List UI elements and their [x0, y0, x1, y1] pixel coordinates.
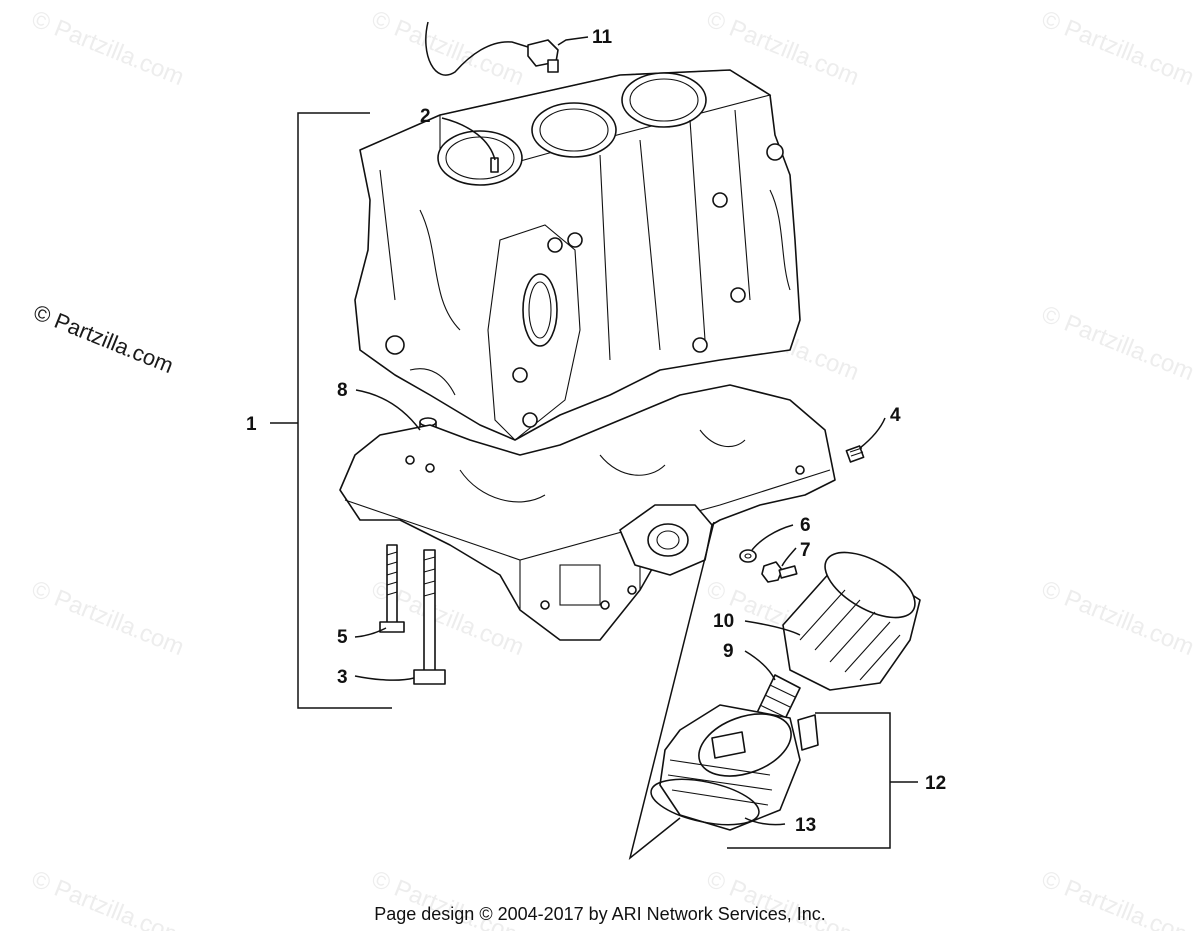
callout-9[interactable]: 9 — [723, 641, 734, 662]
callout-labels: 1 2 3 4 5 6 7 8 9 10 11 12 13 — [246, 27, 946, 836]
callout-7[interactable]: 7 — [800, 540, 811, 561]
callout-12[interactable]: 12 — [925, 773, 946, 794]
crankcase — [339, 384, 836, 641]
callout-11[interactable]: 11 — [592, 27, 613, 48]
oil-cooler — [659, 704, 819, 831]
engine-block-illustration — [339, 21, 921, 860]
sensor-wire — [425, 21, 529, 76]
callout-8[interactable]: 8 — [337, 380, 348, 401]
washer — [739, 549, 757, 563]
cylinder-block — [354, 69, 801, 441]
leader-lines — [270, 36, 918, 849]
callout-5[interactable]: 5 — [337, 627, 348, 648]
callout-10[interactable]: 10 — [713, 611, 734, 632]
callout-4[interactable]: 4 — [890, 405, 901, 426]
plug — [845, 445, 865, 463]
watermark: © Partzilla.com — [28, 866, 188, 931]
callout-3[interactable]: 3 — [337, 667, 348, 688]
callout-1[interactable]: 1 — [246, 414, 257, 435]
oil-filter — [782, 551, 921, 691]
watermark: © Partzilla.com — [28, 576, 188, 662]
assembly-pointer — [628, 521, 715, 860]
callout-2[interactable]: 2 — [420, 106, 431, 127]
watermark: © Partzilla.com — [28, 6, 188, 92]
bolt-long-tall — [413, 549, 446, 685]
watermark: © Partzilla.com — [1038, 6, 1198, 92]
callout-13[interactable]: 13 — [795, 815, 816, 836]
oil-sensor — [527, 39, 559, 73]
bolt-small — [761, 561, 798, 583]
o-ring — [650, 778, 760, 826]
footer-credit: Page design © 2004-2017 by ARI Network S… — [374, 904, 826, 924]
bolt-long-short — [379, 544, 405, 633]
watermark: © Partzilla.com — [368, 6, 528, 92]
callout-6[interactable]: 6 — [800, 515, 811, 536]
watermark: © Partzilla.com — [1038, 576, 1198, 662]
watermark: © Partzilla.com — [1038, 301, 1198, 387]
watermark: © Partzilla.com — [1038, 866, 1198, 931]
partzilla-watermark: © Partzilla.com — [30, 299, 177, 378]
